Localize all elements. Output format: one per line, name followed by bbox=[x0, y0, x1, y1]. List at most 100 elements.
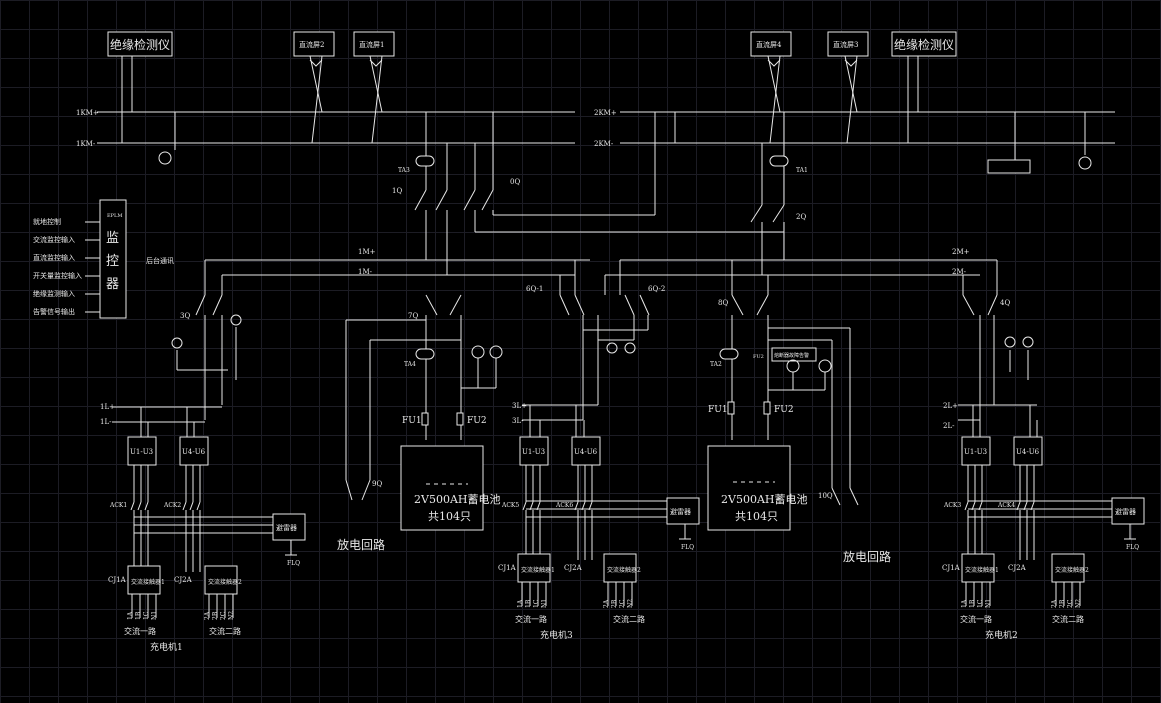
label-ta2: TA2 bbox=[710, 361, 722, 368]
rectifier-module-1 bbox=[519, 436, 549, 466]
rectifier-module-1 bbox=[961, 436, 991, 466]
contactor-2-label: 交流接触器2 bbox=[1055, 566, 1089, 574]
phase-label: 2A bbox=[1051, 599, 1058, 608]
cj1a-label: CJ1A bbox=[498, 564, 517, 572]
discharge-right: 放电回路 bbox=[843, 549, 891, 564]
phase-label: N2 bbox=[627, 599, 634, 608]
contactor-1-label: 交流接触器1 bbox=[965, 566, 999, 574]
bus-1mm: 1M- bbox=[358, 268, 373, 276]
ac-contactor-2 bbox=[1051, 553, 1085, 583]
label-fu2-right: FU2 bbox=[774, 405, 794, 415]
monitor-title-3: 器 bbox=[106, 277, 119, 292]
phase-label: 1C bbox=[977, 599, 984, 608]
battery-right-wiring bbox=[731, 260, 859, 506]
monitor-input-label: 交流监控输入 bbox=[33, 235, 75, 244]
rectifier-module-1 bbox=[127, 436, 157, 466]
charger-name: 充电机1 bbox=[150, 641, 183, 653]
monitor-input-lines bbox=[85, 221, 100, 313]
discharge-left: 放电回路 bbox=[337, 537, 385, 552]
dc-screen-left-b bbox=[353, 31, 395, 57]
cj2a-label: CJ2A bbox=[1008, 564, 1027, 572]
contactor-1-label: 交流接触器1 bbox=[131, 578, 165, 586]
battery-right-name: 2V500AH蓄电池 bbox=[721, 493, 807, 506]
monitor-title-1: 监 bbox=[106, 231, 119, 246]
phase-label: 1B bbox=[525, 599, 532, 608]
label-9q: 9Q bbox=[372, 480, 382, 488]
contactor-1-label: 交流接触器1 bbox=[521, 566, 555, 574]
meter-bat-left-a bbox=[471, 345, 485, 359]
monitor-input-label: 绝缘监测输入 bbox=[33, 289, 75, 298]
phase-label: 2B bbox=[1059, 599, 1066, 608]
ac-route-1: 交流一路 bbox=[124, 626, 156, 636]
arrester-label: 避雷器 bbox=[670, 507, 691, 516]
bus-1lp: 1L+ bbox=[100, 403, 115, 411]
bus-2mp: 2M+ bbox=[952, 248, 970, 256]
phase-label: 1C bbox=[143, 611, 150, 620]
label-fu1-left: FU1 bbox=[402, 416, 422, 426]
phase-label: N1 bbox=[985, 599, 992, 608]
label-1q: 1Q bbox=[392, 187, 402, 195]
charger-ac-wiring bbox=[521, 465, 691, 606]
module-2-label: U4-U6 bbox=[182, 448, 206, 456]
contactor-2-label: 交流接触器2 bbox=[607, 566, 641, 574]
meter-bat-right-a bbox=[786, 359, 800, 373]
rectifier-module-2 bbox=[179, 436, 209, 466]
battery-right bbox=[707, 445, 791, 531]
ac-contactor-1 bbox=[127, 565, 161, 595]
battery-left-count: 共104只 bbox=[428, 510, 471, 523]
cj1a-label: CJ1A bbox=[942, 564, 961, 572]
dc-screen-right-b bbox=[827, 31, 869, 57]
surge-arrester bbox=[1111, 497, 1145, 525]
current-meter-ta4 bbox=[415, 348, 435, 360]
monitor-input-label: 开关量监控输入 bbox=[33, 271, 82, 280]
ac-breaker-2-label: ACK4 bbox=[997, 502, 1015, 509]
ac-route-1: 交流一路 bbox=[960, 614, 992, 624]
phase-label: 2A bbox=[603, 599, 610, 608]
phase-label: 2C bbox=[1067, 599, 1074, 608]
phase-label: 2B bbox=[212, 611, 219, 620]
top-right-wiring bbox=[620, 55, 1115, 160]
fuse-fu1-left bbox=[421, 412, 429, 426]
phase-label: 2A bbox=[204, 611, 211, 620]
ac-contactor-2 bbox=[603, 553, 637, 583]
ac-breaker-1-label: ACK3 bbox=[943, 502, 961, 509]
ac-route-2: 交流二路 bbox=[613, 614, 645, 624]
module-1-label: U1-U3 bbox=[130, 448, 153, 456]
rectifier-module-2 bbox=[1013, 436, 1043, 466]
dc-screen-right-a bbox=[750, 31, 792, 57]
meter-c3-b bbox=[624, 342, 636, 354]
phase-label: 1C bbox=[533, 599, 540, 608]
dc-screen-left-b-label: 直流屏1 bbox=[359, 40, 384, 49]
label-7q: 7Q bbox=[408, 312, 418, 320]
meter-c3-a bbox=[606, 342, 618, 354]
phase-label: 1A bbox=[961, 599, 968, 608]
label-ta4: TA4 bbox=[404, 361, 416, 368]
monitor-input-label: 告警信号输出 bbox=[33, 307, 75, 316]
dc-screen-right-b-label: 直流屏3 bbox=[833, 40, 858, 49]
surge-arrester bbox=[666, 497, 700, 525]
ac-route-2: 交流二路 bbox=[1052, 614, 1084, 624]
dc-screen-right-a-label: 直流屏4 bbox=[756, 40, 782, 49]
arrester-label: 避雷器 bbox=[1115, 507, 1136, 516]
meter-left-top bbox=[158, 151, 172, 165]
bus-2lp: 2L+ bbox=[943, 402, 958, 410]
meter-c2-a bbox=[1004, 336, 1016, 348]
charger-ac-wiring bbox=[964, 465, 1136, 606]
insulation-relay-box bbox=[987, 159, 1031, 174]
monitor-input-label: 就地控制 bbox=[33, 217, 61, 226]
bus-2kmm: 2KM- bbox=[594, 140, 614, 148]
meter-bat-left-b bbox=[489, 345, 503, 359]
module-2-label: U4-U6 bbox=[574, 448, 598, 456]
flq-label: FLQ bbox=[1126, 544, 1139, 551]
phase-label: 1B bbox=[135, 611, 142, 620]
bus-2mm: 2M- bbox=[952, 268, 967, 276]
label-ta3: TA3 bbox=[398, 167, 410, 174]
label-10q: 10Q bbox=[818, 492, 833, 500]
bus-2kmp: 2KM+ bbox=[594, 109, 617, 117]
phase-label: 1B bbox=[969, 599, 976, 608]
phase-label: N1 bbox=[151, 611, 158, 620]
